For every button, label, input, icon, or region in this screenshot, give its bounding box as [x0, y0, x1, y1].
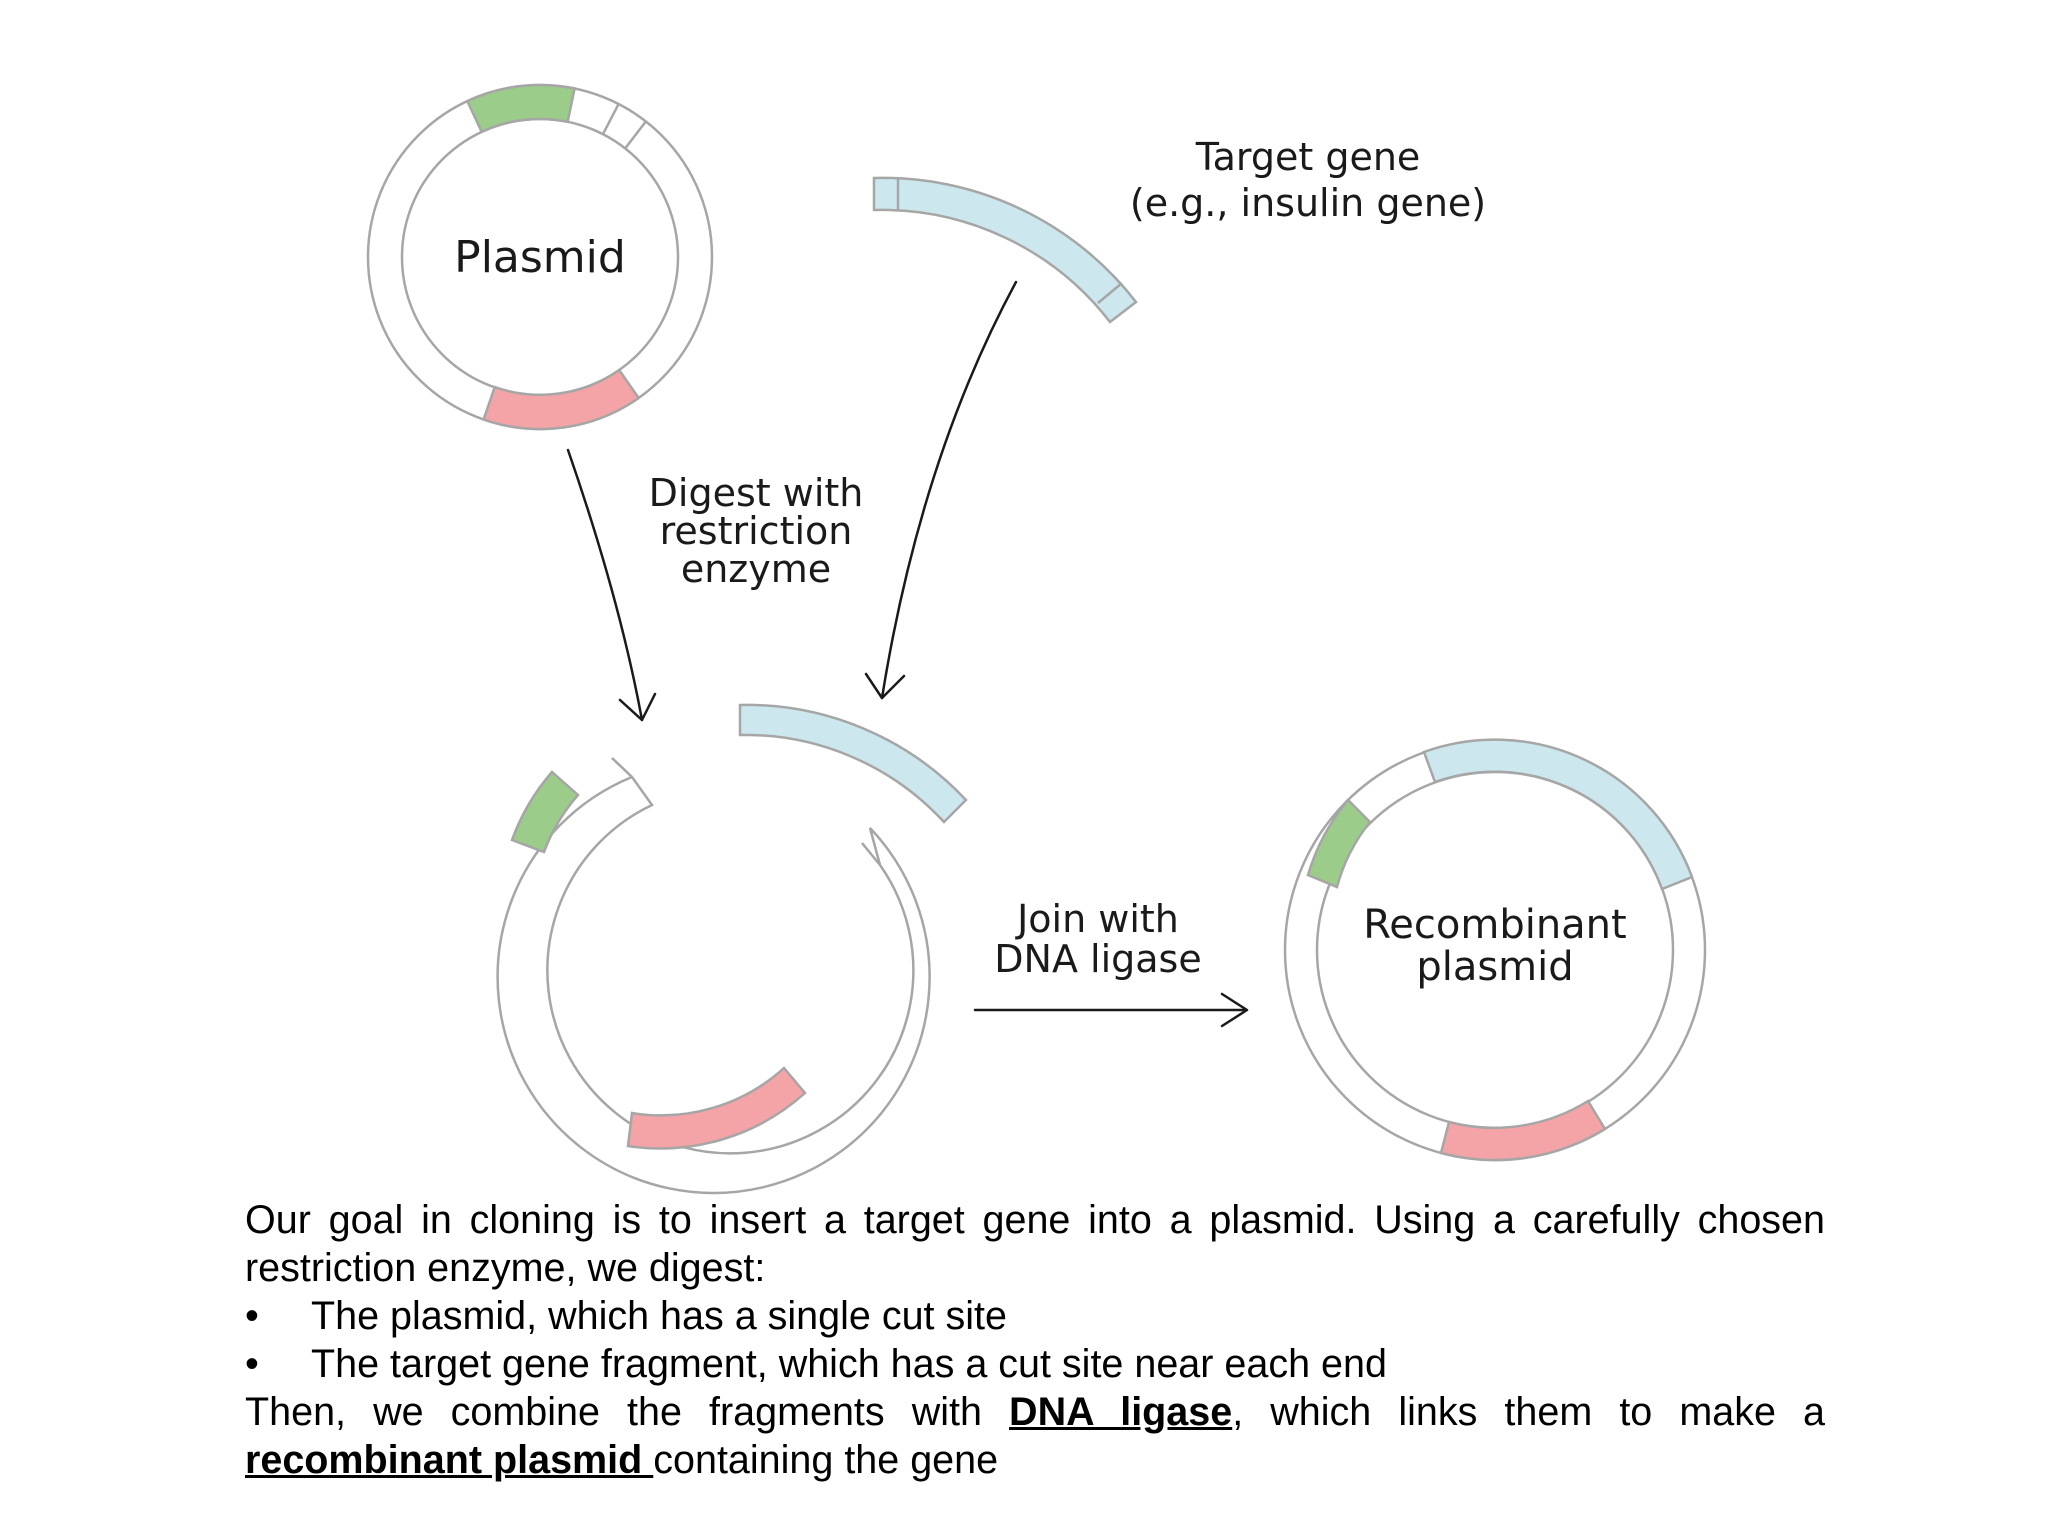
bullet-text: The target gene fragment, which has a cu… [311, 1342, 1387, 1386]
join-label-line2: DNA ligase [994, 937, 1201, 981]
recombinant-red-marker [1439, 1099, 1607, 1162]
target-gene-fragment [872, 176, 1138, 324]
digest-arrow-head [618, 692, 657, 722]
target-gene-end-mark-right [1097, 282, 1123, 304]
bullet-dot: • [245, 1342, 259, 1386]
caption-conclusion-line1: Then, we combine the fragments with DNA … [245, 1388, 1825, 1436]
cut-plasmid [496, 757, 931, 1195]
cut-plasmid-ring [496, 775, 931, 1195]
gene-arrow [880, 280, 1018, 700]
digest-label-line2: restriction [660, 509, 853, 553]
digest-label-line1: Digest with [649, 471, 864, 515]
plasmid-red-marker [482, 368, 641, 431]
plasmid-cut-line-2 [624, 120, 647, 149]
caption: Our goal in cloning is to insert a targe… [245, 1196, 1825, 1484]
gene-insert-arc [738, 703, 968, 824]
digest-label-line3: enzyme [681, 547, 831, 591]
caption-conclusion-part2: , which links them to make a [1232, 1390, 1825, 1434]
target-gene-arc [872, 176, 1138, 324]
plasmid-ring [366, 83, 714, 431]
bullet-text: The plasmid, which has a single cut site [311, 1294, 1007, 1338]
gene-insert-fragment [738, 703, 968, 824]
gene-arrow-head [864, 672, 906, 700]
cut-plasmid-sticky-end-right [861, 842, 881, 866]
caption-conclusion-line2: recombinant plasmid containing the gene [245, 1436, 1825, 1484]
recombinant-green-marker [1306, 798, 1372, 889]
caption-conclusion-part1: Then, we combine the fragments with [245, 1390, 1010, 1434]
caption-intro: Our goal in cloning is to insert a targe… [245, 1198, 1825, 1290]
digest-arrow [566, 448, 644, 722]
caption-bullet-plasmid: • The plasmid, which has a single cut si… [245, 1292, 1825, 1340]
join-label-line1: Join with [1015, 897, 1179, 941]
target-gene-label-line1: Target gene [1195, 135, 1421, 179]
ligase-arrow-head [1220, 992, 1249, 1028]
arrows [566, 280, 1249, 1028]
recombinant-label-line1: Recombinant [1363, 902, 1626, 948]
caption-bullet-gene: • The target gene fragment, which has a … [245, 1340, 1825, 1388]
target-gene-label-line2: (e.g., insulin gene) [1130, 181, 1486, 225]
caption-conclusion-part3: containing the gene [653, 1438, 999, 1482]
cut-plasmid-red-marker [626, 1066, 807, 1150]
term-dna-ligase: DNA ligase [1009, 1390, 1233, 1434]
plasmid-label: Plasmid [454, 232, 626, 283]
term-recombinant-plasmid: recombinant plasmid [245, 1438, 654, 1482]
plasmid-cut-line-1 [601, 103, 620, 136]
recombinant-label-line2: plasmid [1416, 944, 1573, 990]
recombinant-plasmid-ring [1283, 738, 1707, 1162]
recombinant-blue-insert [1422, 738, 1694, 891]
cut-plasmid-sticky-end-left [611, 757, 633, 778]
plasmid-green-marker [465, 83, 577, 134]
bullet-dot: • [245, 1294, 259, 1338]
cut-plasmid-green-marker [510, 770, 580, 854]
